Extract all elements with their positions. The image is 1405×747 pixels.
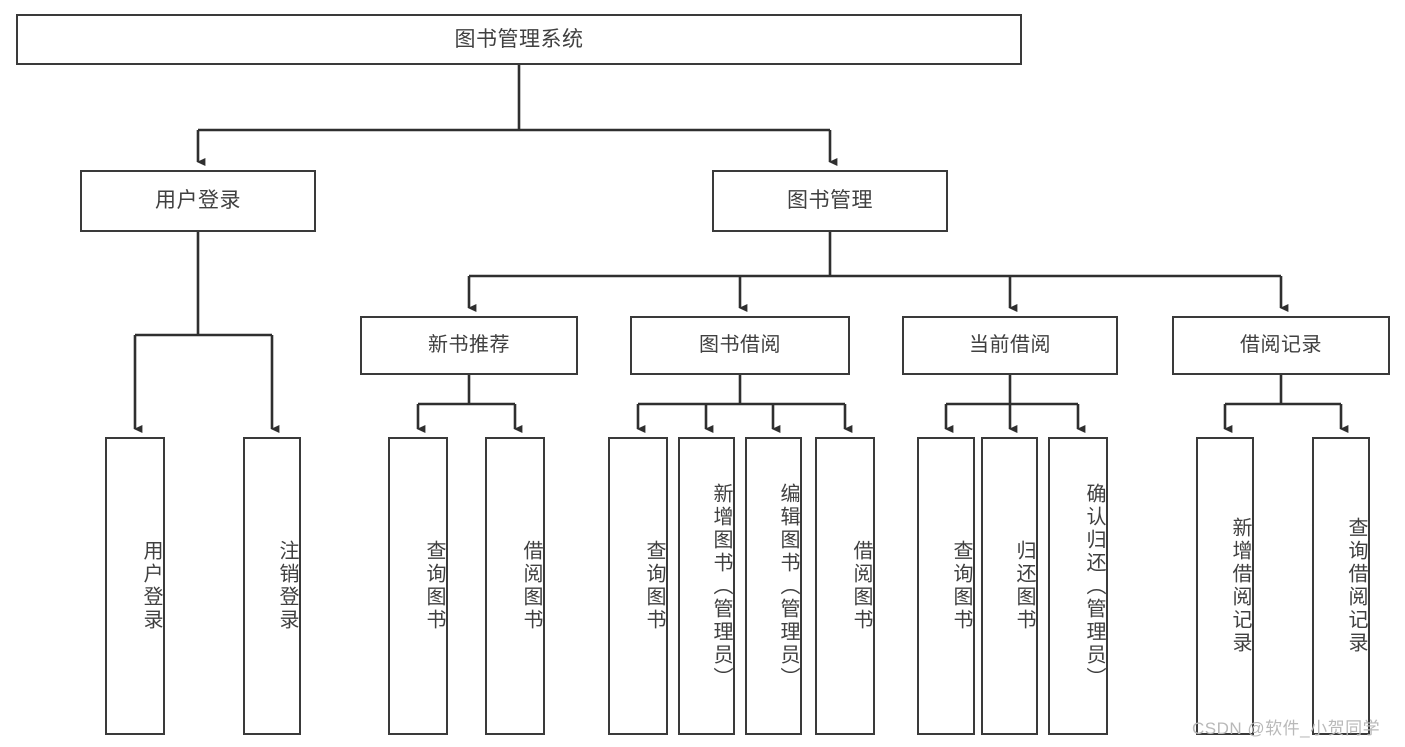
csdn-watermark: CSDN @软件_小贺同学 (1192, 719, 1381, 738)
node-leaf-add-borrow-record-label: 新增借阅记录 (1229, 517, 1251, 655)
node-leaf-user-login[interactable]: 用户登录 (105, 437, 165, 735)
node-borrow-record-label: 借阅记录 (1240, 334, 1322, 357)
node-borrow-record[interactable]: 借阅记录 (1172, 316, 1390, 375)
node-user-login-label: 用户登录 (155, 189, 241, 213)
node-leaf-borrow-book-1-label: 借阅图书 (520, 540, 542, 632)
node-leaf-query-book-1-label: 查询图书 (423, 540, 445, 632)
node-leaf-borrow-book-2-label: 借阅图书 (850, 540, 872, 632)
node-book-manage[interactable]: 图书管理 (712, 170, 948, 232)
node-leaf-query-borrow-record[interactable]: 查询借阅记录 (1312, 437, 1370, 735)
node-leaf-add-borrow-record[interactable]: 新增借阅记录 (1196, 437, 1254, 735)
node-new-book-recommend-label: 新书推荐 (428, 334, 510, 357)
node-leaf-add-book-label: 新增图书（管理员） (710, 482, 732, 690)
node-leaf-logout[interactable]: 注销登录 (243, 437, 301, 735)
node-current-borrow-label: 当前借阅 (969, 334, 1051, 357)
node-book-manage-label: 图书管理 (787, 189, 873, 213)
node-leaf-add-book[interactable]: 新增图书（管理员） (678, 437, 735, 735)
node-leaf-query-book-1[interactable]: 查询图书 (388, 437, 448, 735)
node-leaf-logout-label: 注销登录 (276, 540, 298, 632)
node-root-system[interactable]: 图书管理系统 (16, 14, 1022, 65)
node-current-borrow[interactable]: 当前借阅 (902, 316, 1118, 375)
node-leaf-confirm-return[interactable]: 确认归还（管理员） (1048, 437, 1108, 735)
node-leaf-edit-book-label: 编辑图书（管理员） (777, 482, 799, 690)
node-leaf-edit-book[interactable]: 编辑图书（管理员） (745, 437, 802, 735)
node-user-login[interactable]: 用户登录 (80, 170, 316, 232)
node-leaf-query-borrow-record-label: 查询借阅记录 (1345, 517, 1367, 655)
node-book-borrow-label: 图书借阅 (699, 334, 781, 357)
node-leaf-query-book-3[interactable]: 查询图书 (917, 437, 975, 735)
node-leaf-query-book-3-label: 查询图书 (950, 540, 972, 632)
node-leaf-confirm-return-label: 确认归还（管理员） (1083, 482, 1105, 690)
node-root-label: 图书管理系统 (454, 27, 584, 51)
node-book-borrow[interactable]: 图书借阅 (630, 316, 850, 375)
node-new-book-recommend[interactable]: 新书推荐 (360, 316, 578, 375)
node-leaf-borrow-book-2[interactable]: 借阅图书 (815, 437, 875, 735)
node-leaf-query-book-2-label: 查询图书 (643, 540, 665, 632)
node-leaf-borrow-book-1[interactable]: 借阅图书 (485, 437, 545, 735)
node-leaf-query-book-2[interactable]: 查询图书 (608, 437, 668, 735)
node-leaf-user-login-label: 用户登录 (140, 540, 162, 632)
node-leaf-return-book-label: 归还图书 (1013, 540, 1035, 632)
node-leaf-return-book[interactable]: 归还图书 (981, 437, 1038, 735)
